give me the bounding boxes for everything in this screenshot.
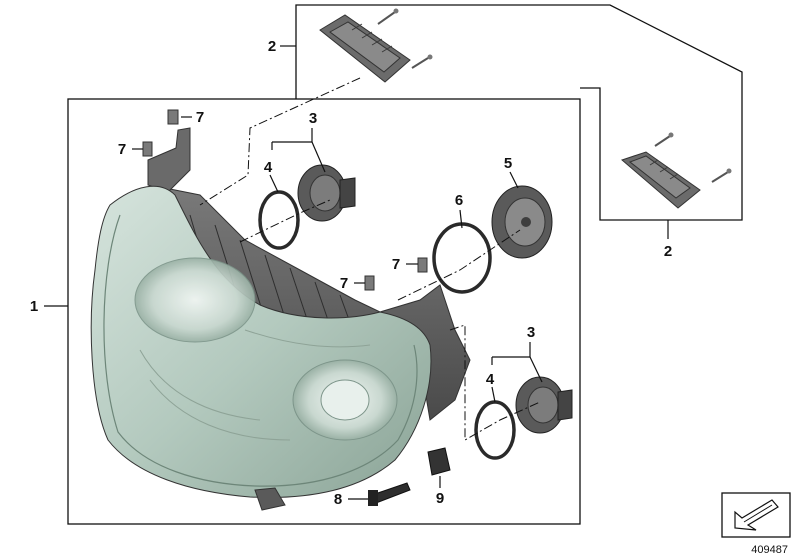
- callout-7-a: 7: [196, 109, 204, 126]
- callout-leaders: [44, 45, 669, 500]
- control-unit-right: [621, 132, 732, 209]
- callout-6: 6: [455, 192, 463, 209]
- callout-2-bottom: 2: [664, 243, 672, 260]
- bulb-cover-bottom: [515, 376, 573, 434]
- alignment-line-top-bulb: [239, 199, 331, 243]
- control-unit-fins: [351, 23, 393, 53]
- callout-7-c: 7: [340, 275, 348, 292]
- control-unit-face: [628, 155, 691, 199]
- callout-4-top: 4: [264, 159, 273, 176]
- control-unit-fins: [649, 159, 679, 180]
- screw-head-right-b: [726, 168, 732, 174]
- connector-cover: [427, 447, 451, 476]
- screw-head-right-a: [668, 132, 674, 138]
- callout-4-bottom: 4: [486, 371, 495, 388]
- sealing-ring-large: [432, 222, 492, 294]
- main-assembly-frame: [67, 98, 581, 525]
- screw-head-top-b: [427, 54, 433, 60]
- alignment-line-ballast: [199, 77, 361, 206]
- clip-a: [167, 109, 179, 125]
- sealing-ring-bottom: [474, 400, 516, 460]
- bulb-cover-large: [491, 185, 553, 259]
- clip-d: [417, 257, 428, 273]
- screw-top-a: [377, 11, 396, 25]
- clip-c: [364, 275, 375, 291]
- catalog-number: 409487: [751, 544, 788, 556]
- clip-b: [142, 141, 153, 157]
- callout-2-top: 2: [268, 38, 276, 55]
- lower-bracket: [254, 487, 286, 511]
- sealing-ring-top: [258, 190, 300, 250]
- headlight-assembly: [90, 127, 471, 511]
- callout-1: 1: [30, 298, 38, 315]
- ballast-module-frame: [295, 4, 743, 221]
- callout-5: 5: [504, 155, 512, 172]
- callout-7-d: 7: [392, 256, 400, 273]
- screw-right-b: [711, 171, 729, 183]
- cable-tie-head: [368, 490, 378, 506]
- callout-7-b: 7: [118, 141, 126, 158]
- projector-lens: [320, 379, 370, 421]
- callout-8: 8: [334, 491, 342, 508]
- callout-3-bottom: 3: [527, 324, 535, 341]
- screw-top-b: [411, 57, 429, 69]
- low-beam-reflector: [134, 257, 256, 343]
- callout-3-top: 3: [309, 110, 317, 127]
- control-unit-top: [319, 8, 433, 83]
- control-unit-face: [329, 21, 401, 73]
- alignment-line-large-bulb: [397, 229, 521, 301]
- lens-rim: [103, 214, 418, 487]
- lens-contour-lines: [139, 329, 371, 441]
- bulb-cover-top: [297, 164, 356, 222]
- callout-9: 9: [436, 490, 444, 507]
- screw-right-a: [654, 135, 671, 147]
- mounting-bracket: [147, 127, 191, 193]
- reference-arrow-icon: [721, 492, 791, 538]
- screw-head-top-a: [393, 8, 399, 14]
